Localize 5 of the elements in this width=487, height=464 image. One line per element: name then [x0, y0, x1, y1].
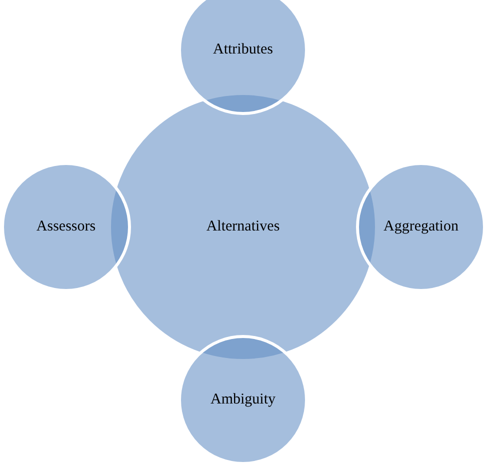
circle-label: Aggregation — [384, 218, 458, 236]
circle-label: Alternatives — [206, 218, 280, 236]
circle-label: Assessors — [36, 218, 96, 236]
circle-label: Ambiguity — [210, 392, 276, 408]
circle-label: Attributes — [213, 42, 273, 58]
